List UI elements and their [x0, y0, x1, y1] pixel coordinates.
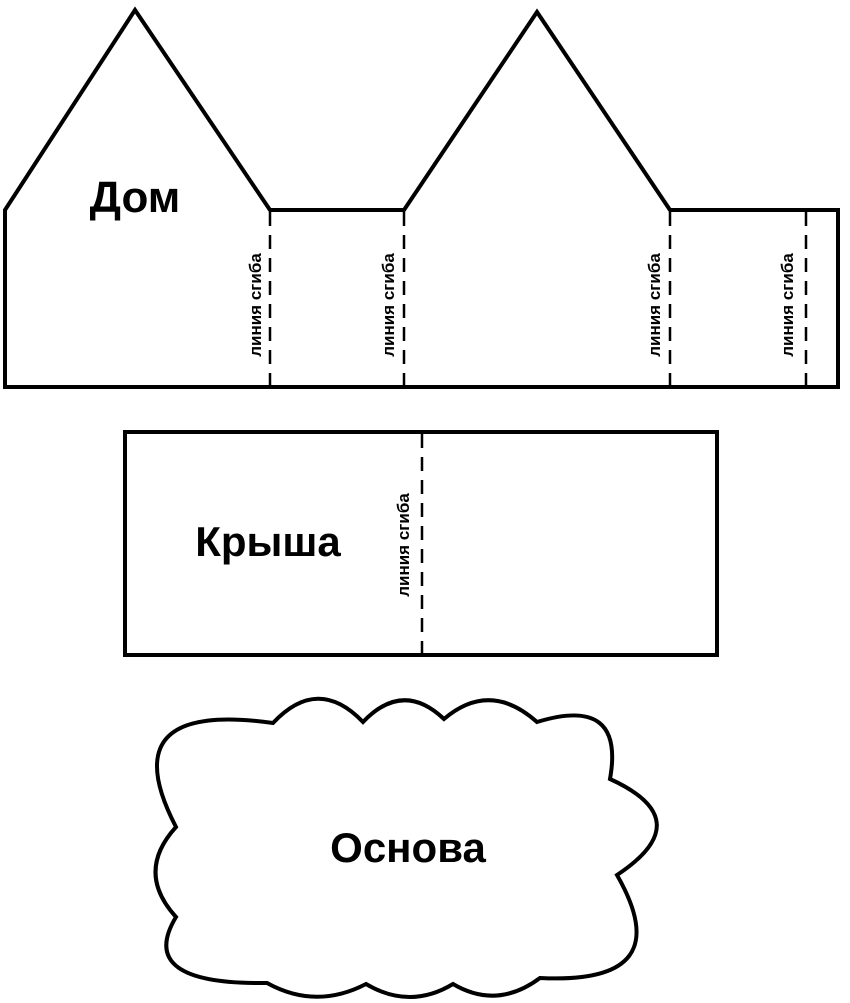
house-outline	[3, 6, 840, 389]
roof-piece: Крыша линия сгиба	[123, 430, 719, 657]
house-piece: Дом линия сгиба линия сгиба линия сгиба …	[3, 6, 840, 389]
fold-label: линия сгиба	[394, 493, 413, 597]
base-title: Основа	[330, 824, 486, 871]
base-piece: Основа	[153, 696, 659, 999]
fold-label: линия сгиба	[645, 253, 664, 357]
fold-label: линия сгиба	[246, 253, 265, 357]
house-title: Дом	[90, 173, 181, 222]
roof-title: Крыша	[195, 518, 341, 565]
fold-label: линия сгиба	[778, 253, 797, 357]
fold-label: линия сгиба	[379, 253, 398, 357]
base-cloud-outline	[153, 696, 659, 999]
